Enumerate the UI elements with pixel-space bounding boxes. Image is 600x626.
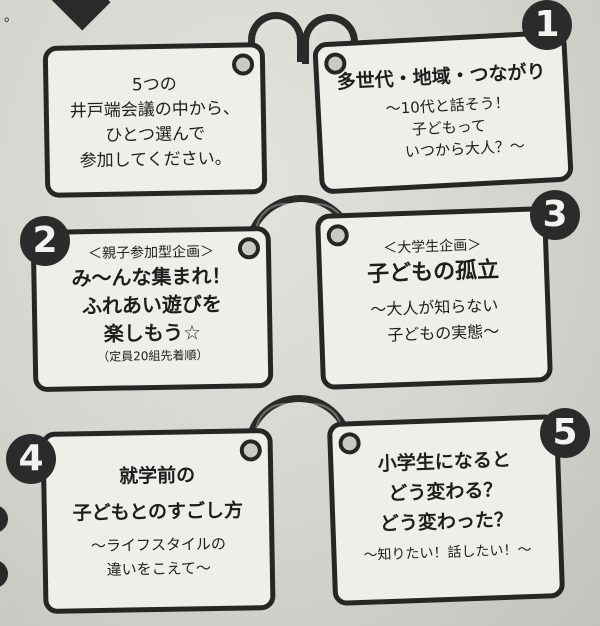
topic-title: どう変わった？ (379, 508, 514, 536)
intro-line: 参加してください。 (79, 148, 232, 172)
edge-mark (0, 560, 8, 588)
topic-title: ふれあい遊びを (81, 291, 223, 319)
topic-card-4: 就学前の 子どもとのすごし方 ～ライフスタイルの 違いをこえて～ (40, 427, 276, 615)
topic-title: 就学前の (119, 464, 196, 488)
topic-subtitle: 違いをこえて～ (106, 559, 212, 579)
topic-number-badge: 4 (6, 434, 56, 484)
topic-card-1: 多世代・地域・つながり ～10代と話そう！ 子どもって いつから大人？～ (312, 29, 574, 195)
topic-number-badge: 2 (20, 216, 70, 266)
topic-number-badge: 5 (540, 408, 590, 458)
intro-card: 5つの 井戸端会議の中から、 ひとつ選んで 参加してください。 (42, 42, 268, 198)
topic-number-badge: 3 (530, 190, 580, 240)
topic-title: み～んな集まれ！ (71, 263, 232, 291)
topic-card-3: ＜大学生企画＞ 子どもの孤立 ～大人が知らない 子どもの実態～ (314, 206, 554, 390)
topic-number-badge: 1 (522, 0, 572, 50)
ring-binder-wire (248, 12, 304, 66)
topic-title: 楽しもう☆ (103, 320, 202, 346)
topic-title: 子どもの孤立 (366, 257, 500, 288)
edge-mark (0, 505, 8, 533)
intro-line: ひとつ選んで (105, 124, 206, 146)
topic-note: （定員20組先着順） (97, 348, 209, 364)
topic-card-5: 小学生になると どう変わる？ どう変わった？ ～知りたい！話したい！～ (326, 414, 566, 606)
topic-subtitle: ～知りたい！話したい！～ (363, 542, 532, 564)
corner-text: 。 (4, 9, 18, 25)
intro-line: 5つの (131, 74, 177, 96)
topic-title: 子どもとのすごし方 (72, 499, 244, 525)
intro-line: 井戸端会議の中から、 (69, 98, 240, 122)
